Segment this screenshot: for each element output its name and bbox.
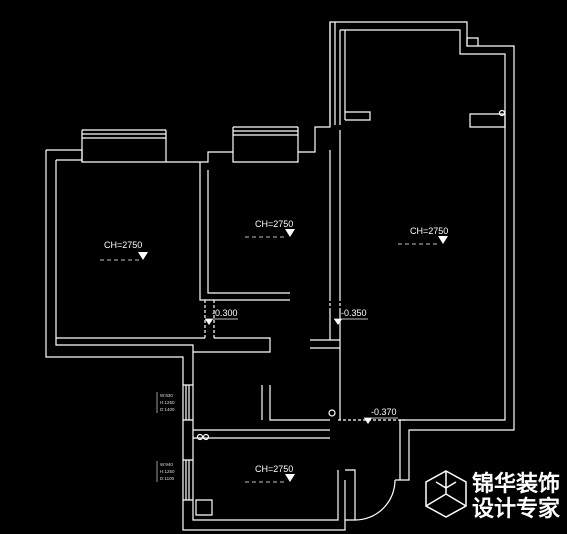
window-left: [81, 129, 167, 162]
ceiling-label: CH=2750: [255, 219, 293, 229]
wall-block-right: [469, 113, 506, 128]
window-spec-h: H:1250: [160, 400, 175, 405]
hall-wall-right: [310, 339, 340, 349]
window-right-vertical: [329, 22, 346, 125]
bath-bottom-wall: [193, 429, 330, 439]
outer-wall-left-bottom: [45, 150, 346, 531]
window-spec-d: D:1100: [160, 476, 175, 481]
ceiling-label: CH=2750: [410, 226, 448, 236]
ceiling-label: CH=2750: [255, 464, 293, 474]
fixture-circle: [328, 409, 336, 417]
watermark-line1: 锦华装饰: [472, 471, 560, 497]
walls: [45, 21, 515, 531]
partition-right: [329, 130, 341, 298]
fixture-box: [195, 499, 213, 516]
threshold-right: [329, 298, 405, 421]
door-jamb: [345, 469, 356, 521]
bath-walls: [261, 385, 330, 421]
window-bath: [183, 384, 193, 421]
ceiling-label: CH=2750: [104, 240, 142, 250]
window-spec-h: H:1250: [160, 469, 175, 474]
watermark-line2: 设计专家: [472, 496, 561, 522]
window-bottom-room: [183, 459, 193, 501]
wall-notch: [345, 111, 371, 121]
window-spec-w: W:830: [160, 393, 173, 398]
fixture-circle: [498, 109, 506, 117]
door-swing: [354, 479, 396, 521]
fixture-circle: [202, 433, 210, 441]
fixture-circle: [196, 433, 204, 441]
threshold-left: [204, 300, 215, 338]
inner-wall-right: [340, 29, 506, 480]
inner-wall-left: [55, 160, 339, 521]
level-label: -0.350: [341, 308, 367, 318]
window-spec-d: D:1400: [160, 407, 175, 412]
outer-wall-top: [46, 21, 515, 481]
partition-right-lower: [329, 310, 341, 420]
ceiling-markers: CH=2750 CH=2750 CH=2750 CH=2750: [100, 219, 448, 483]
level-label: -0.370: [371, 407, 397, 417]
middle-room-walls: [199, 162, 290, 301]
watermark-logo-icon: [425, 470, 467, 518]
window-middle: [232, 126, 299, 152]
window-spec-w: W:940: [160, 462, 173, 467]
level-label: -0.300: [212, 308, 238, 318]
wall-stub-top: [466, 37, 479, 46]
level-markers: -0.300 -0.350 -0.370: [205, 308, 398, 424]
hall-wall-top: [56, 337, 271, 353]
window-specs: W:830 H:1250 D:1400 W:940 H:1250 D:1100: [156, 392, 175, 482]
